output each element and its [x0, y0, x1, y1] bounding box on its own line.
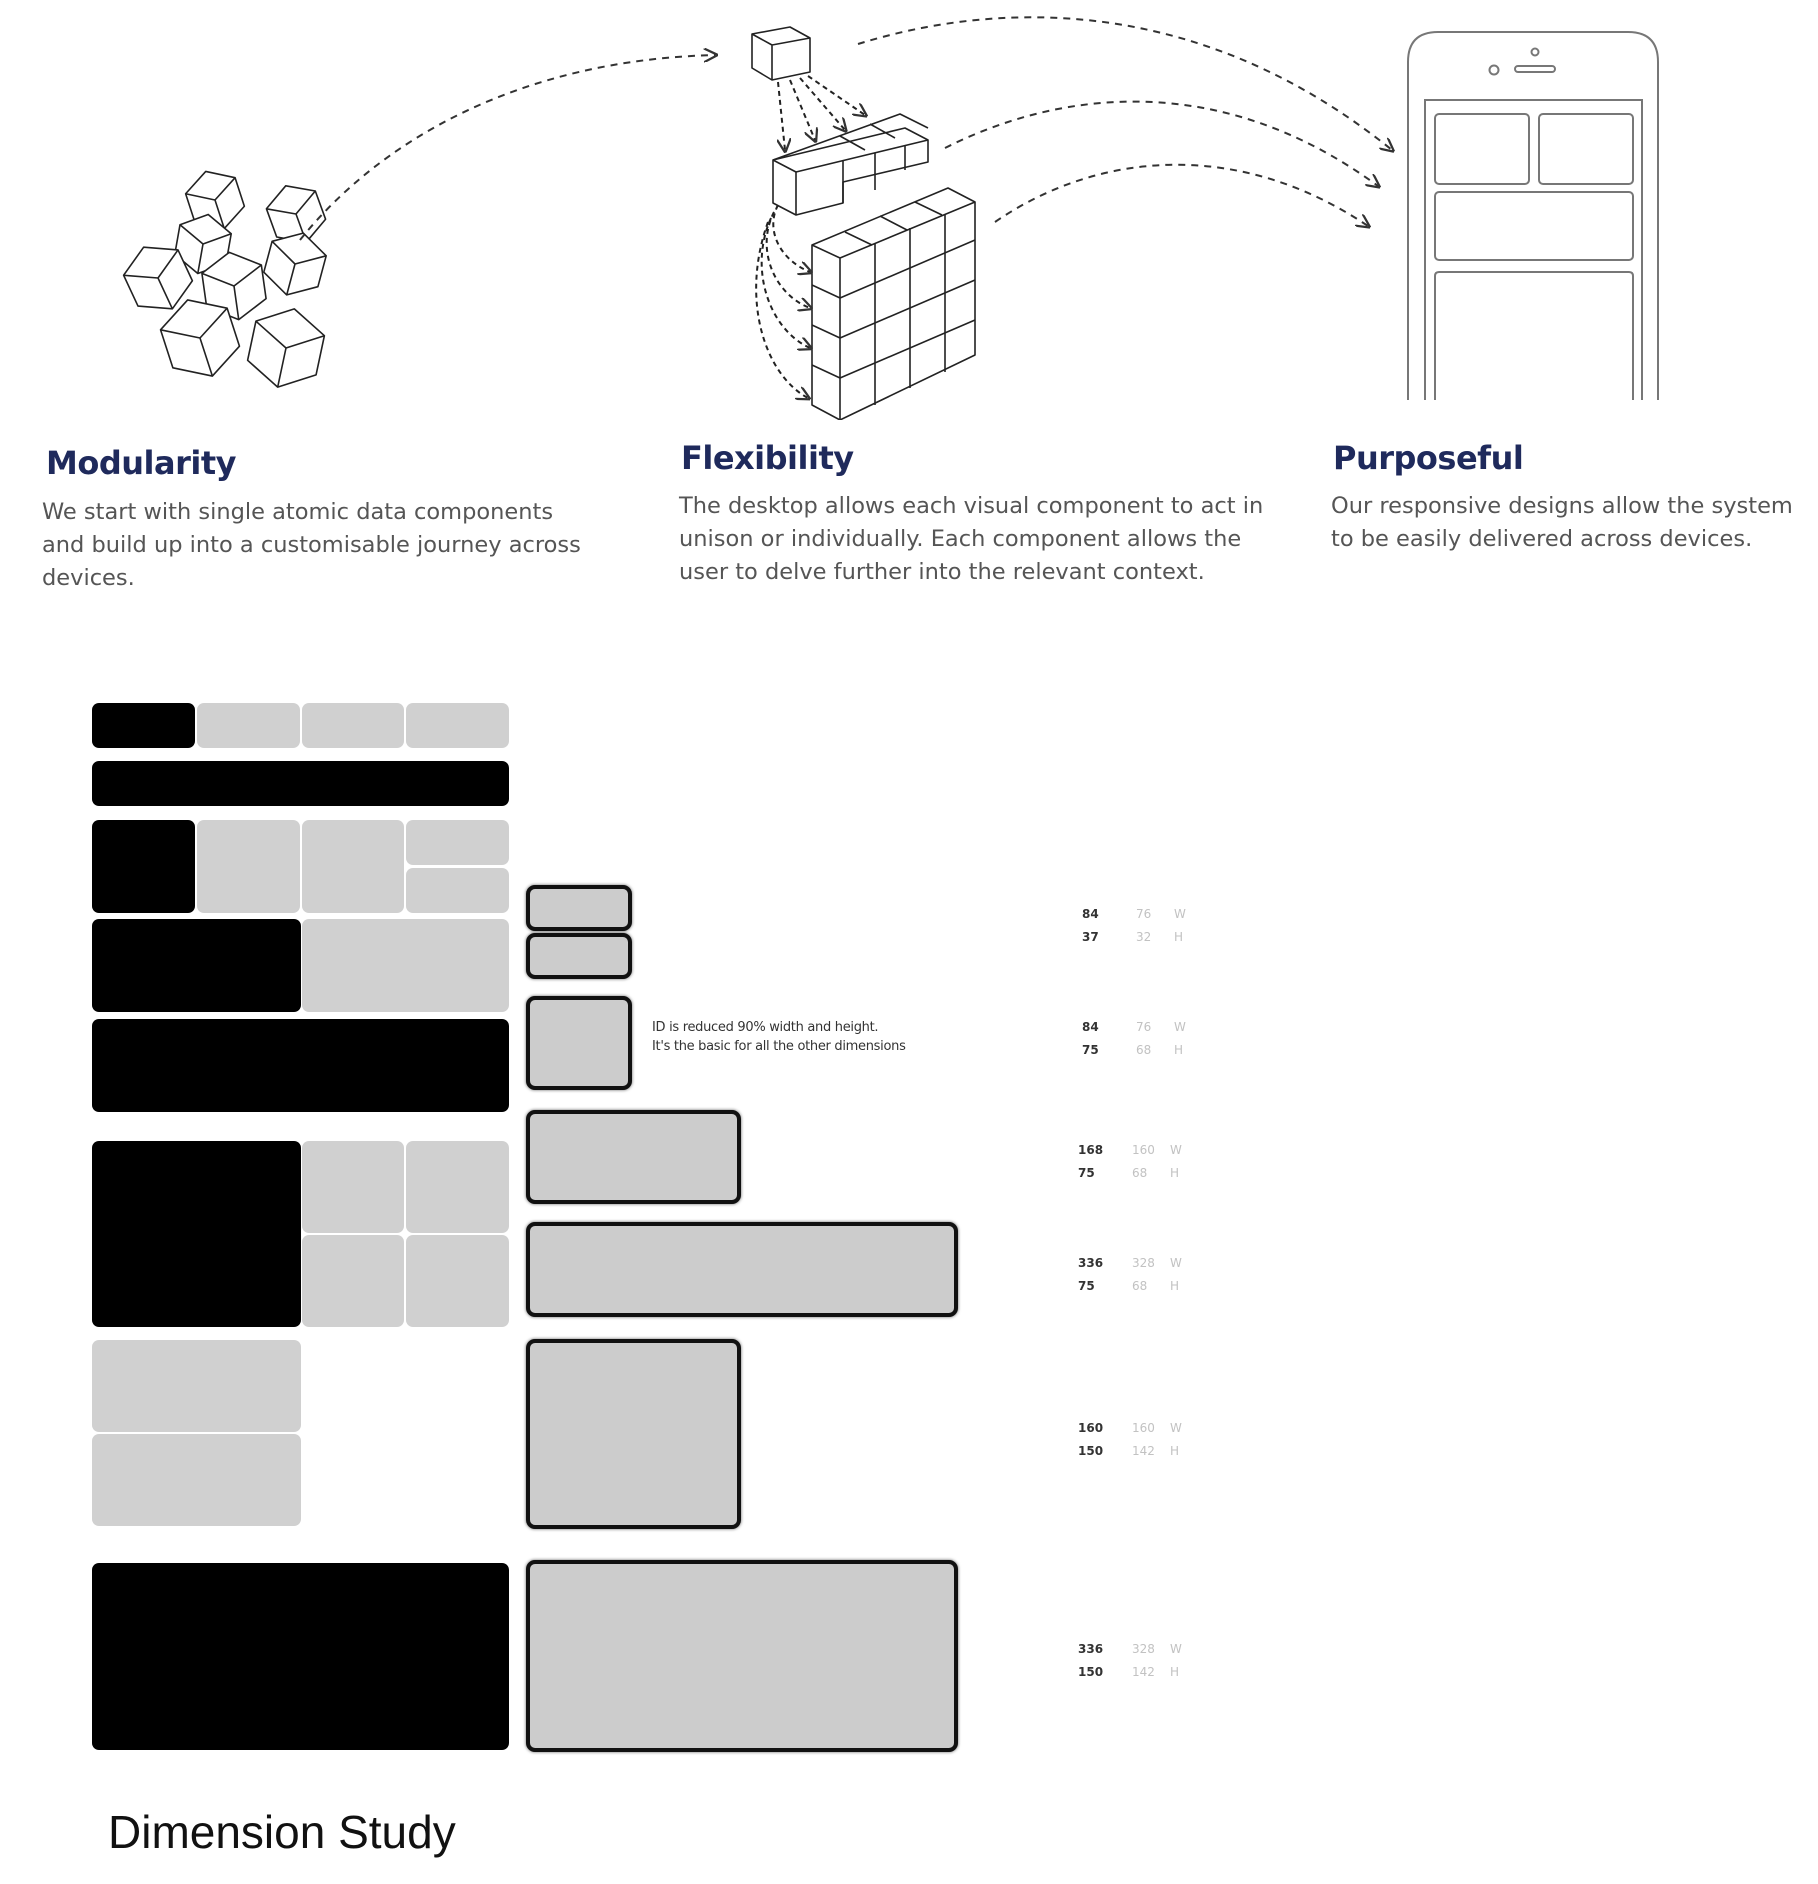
description-line: The desktop allows each visual component…	[679, 493, 1264, 519]
page-title: Dimension Study	[108, 1806, 456, 1858]
light-block	[302, 919, 509, 1012]
note-line: ID is reduced 90% width and height.	[652, 1020, 879, 1035]
modularity-description: We start with single atomic data compone…	[42, 496, 581, 595]
light-block	[197, 703, 300, 748]
dark-block	[92, 1563, 509, 1750]
purposeful-heading: Purposeful	[1333, 439, 1524, 477]
light-block	[302, 1235, 404, 1327]
width-full: 336	[1078, 1256, 1104, 1270]
light-block	[406, 820, 509, 865]
modular-grid-icon	[751, 26, 976, 420]
dark-block	[92, 1019, 509, 1112]
light-block	[406, 1141, 509, 1233]
width-reduced: 160	[1132, 1143, 1155, 1157]
description-line: user to delve further into the relevant …	[679, 559, 1205, 585]
dimension-box	[526, 1339, 741, 1529]
description-line: devices.	[42, 565, 135, 591]
description-line: unison or individually. Each component a…	[679, 526, 1242, 552]
dark-block	[92, 761, 509, 806]
description-line: to be easily delivered across devices.	[1331, 526, 1753, 552]
dimension-box	[526, 1560, 958, 1752]
width-label: W	[1174, 1020, 1186, 1034]
dimension-box	[526, 996, 632, 1090]
dimension-box	[526, 1110, 741, 1204]
width-full: 168	[1078, 1143, 1104, 1157]
height-reduced: 68	[1136, 1043, 1152, 1057]
height-full: 75	[1078, 1166, 1095, 1180]
width-full: 84	[1082, 1020, 1099, 1034]
height-label: H	[1170, 1279, 1180, 1293]
width-full: 336	[1078, 1642, 1104, 1656]
width-label: W	[1170, 1642, 1182, 1656]
dark-block	[92, 919, 301, 1012]
height-reduced: 68	[1132, 1279, 1148, 1293]
height-full: 75	[1078, 1279, 1095, 1293]
height-reduced: 68	[1132, 1166, 1148, 1180]
purposeful-description: Our responsive designs allow the system …	[1331, 490, 1793, 556]
dimension-label: 168 160 W 75 68 H	[1078, 1139, 1190, 1185]
light-block	[406, 1235, 509, 1327]
width-full: 160	[1078, 1421, 1104, 1435]
width-label: W	[1170, 1143, 1182, 1157]
cubes-cluster-icon	[122, 170, 327, 388]
width-reduced: 76	[1136, 1020, 1152, 1034]
flexibility-heading: Flexibility	[681, 439, 854, 477]
width-full: 84	[1082, 907, 1099, 921]
height-full: 150	[1078, 1665, 1104, 1679]
width-label: W	[1170, 1256, 1182, 1270]
height-full: 75	[1082, 1043, 1099, 1057]
light-block	[302, 1141, 404, 1233]
width-label: W	[1174, 907, 1186, 921]
dimension-label: 336 328 W 75 68 H	[1078, 1252, 1190, 1298]
dark-block	[92, 820, 195, 913]
dimension-label: 336 328 W 150 142 H	[1078, 1638, 1190, 1684]
width-label: W	[1170, 1421, 1182, 1435]
smartphone-icon	[1407, 31, 1659, 400]
dimension-box	[526, 885, 632, 931]
dimension-label: 84 76 W 75 68 H	[1082, 1016, 1194, 1062]
light-block	[302, 703, 404, 748]
light-block	[406, 868, 509, 913]
width-reduced: 160	[1132, 1421, 1155, 1435]
description-line: Our responsive designs allow the system	[1331, 493, 1793, 519]
height-full: 150	[1078, 1444, 1104, 1458]
dimension-box	[526, 933, 632, 979]
height-reduced: 142	[1132, 1444, 1155, 1458]
dark-block	[92, 703, 195, 748]
light-block	[92, 1340, 301, 1432]
height-reduced: 142	[1132, 1665, 1155, 1679]
dimension-label: 160 160 W 150 142 H	[1078, 1417, 1190, 1463]
light-block	[302, 820, 404, 913]
width-reduced: 76	[1136, 907, 1152, 921]
height-label: H	[1170, 1444, 1180, 1458]
description-line: We start with single atomic data compone…	[42, 499, 554, 525]
height-label: H	[1170, 1166, 1180, 1180]
flexibility-description: The desktop allows each visual component…	[679, 490, 1263, 589]
note-line: It's the basic for all the other dimensi…	[652, 1039, 906, 1054]
dimension-note: ID is reduced 90% width and height. It's…	[652, 1018, 906, 1056]
dimension-label: 84 76 W 37 32 H	[1082, 903, 1194, 949]
illustration-layer	[122, 16, 1659, 420]
light-block	[92, 1434, 301, 1526]
dark-block	[92, 1141, 301, 1327]
modularity-heading: Modularity	[46, 444, 236, 482]
height-full: 37	[1082, 930, 1099, 944]
light-block	[197, 820, 300, 913]
dimension-box	[526, 1222, 958, 1317]
height-label: H	[1174, 930, 1184, 944]
height-label: H	[1170, 1665, 1180, 1679]
height-reduced: 32	[1136, 930, 1152, 944]
width-reduced: 328	[1132, 1642, 1155, 1656]
description-line: and build up into a customisable journey…	[42, 532, 581, 558]
light-block	[406, 703, 509, 748]
height-label: H	[1174, 1043, 1184, 1057]
width-reduced: 328	[1132, 1256, 1155, 1270]
